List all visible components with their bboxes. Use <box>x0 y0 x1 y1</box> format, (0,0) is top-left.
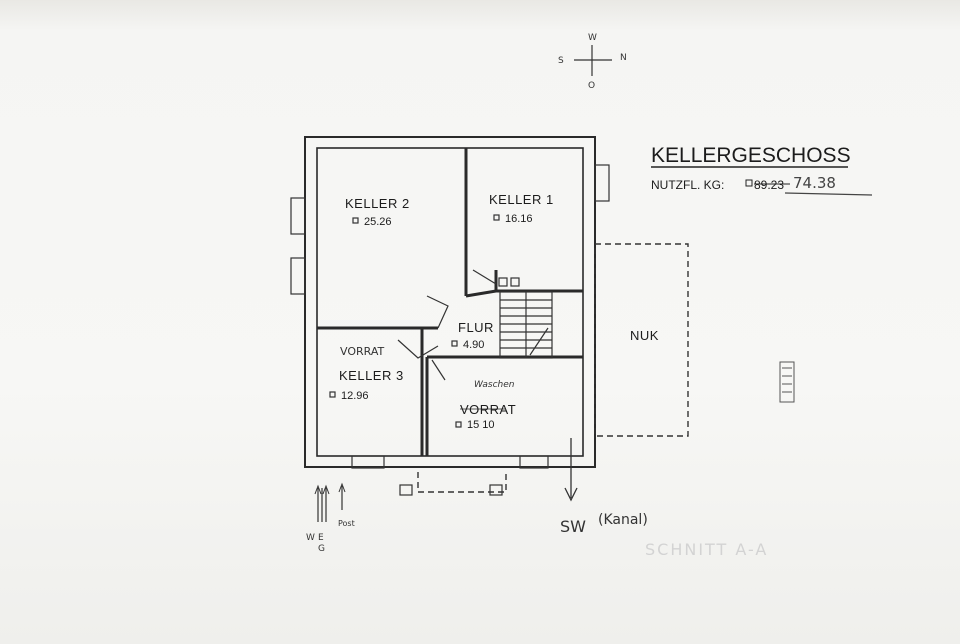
room-area: 16.16 <box>505 213 533 225</box>
area-label: NUTZFL. KG: <box>651 178 724 192</box>
area-square-icon <box>451 340 458 347</box>
utility-arrows-icon <box>314 482 346 522</box>
area-square-icon <box>329 391 336 398</box>
utility-label-e: E <box>318 533 324 543</box>
windows <box>290 164 610 469</box>
annex-outline <box>594 243 689 437</box>
compass-left: S <box>558 56 564 66</box>
light-well <box>399 472 507 496</box>
room-name: KELLER 2 <box>345 196 410 211</box>
interior-walls <box>317 148 583 456</box>
area-square-icon <box>493 214 500 221</box>
area-square-icon <box>455 421 462 428</box>
area-square-icon <box>352 217 359 224</box>
room-note: Waschen <box>474 380 515 390</box>
binder-mark <box>779 361 795 403</box>
new-value-underline <box>784 192 873 196</box>
room-note: VORRAT <box>340 345 385 358</box>
faint-section-text: SCHNITT A-A <box>645 540 768 559</box>
utility-label-g: G <box>318 544 325 554</box>
staircase <box>498 277 553 359</box>
compass-top: W <box>588 33 597 43</box>
door-swings <box>397 269 497 381</box>
room-keller-1: KELLER 1 16.16 <box>489 192 554 225</box>
room-keller-3: VORRAT KELLER 3 12.96 <box>329 345 404 402</box>
room-name: KELLER 1 <box>489 192 554 207</box>
sewer-label: SW <box>560 517 586 536</box>
annex-label: NUK <box>630 328 659 343</box>
drawing-title: KELLERGESCHOSS <box>651 144 851 167</box>
room-vorrat: Waschen VORRAT 15 10 <box>455 380 516 431</box>
sewer-note: (Kanal) <box>598 512 648 528</box>
compass-bottom: O <box>588 81 595 91</box>
sewer-arrow-icon <box>564 438 578 502</box>
compass-right: N <box>620 53 627 63</box>
room-area: 15 10 <box>467 419 495 431</box>
room-area: 12.96 <box>341 390 369 402</box>
room-name: VORRAT <box>460 402 516 417</box>
utility-label-post: Post <box>338 519 355 528</box>
room-name: KELLER 3 <box>339 368 404 383</box>
room-keller-2: KELLER 2 25.26 <box>345 196 410 228</box>
room-area: 25.26 <box>364 216 392 228</box>
area-old-value: 89.23 <box>754 178 784 192</box>
room-area: 4.90 <box>463 339 484 351</box>
compass-icon: W S N O <box>558 33 627 91</box>
room-name: FLUR <box>458 320 494 335</box>
area-square-icon <box>745 179 753 187</box>
utility-label-w: W <box>306 533 315 543</box>
area-new-value: 74.38 <box>793 174 836 192</box>
room-flur: FLUR 4.90 <box>451 320 494 351</box>
